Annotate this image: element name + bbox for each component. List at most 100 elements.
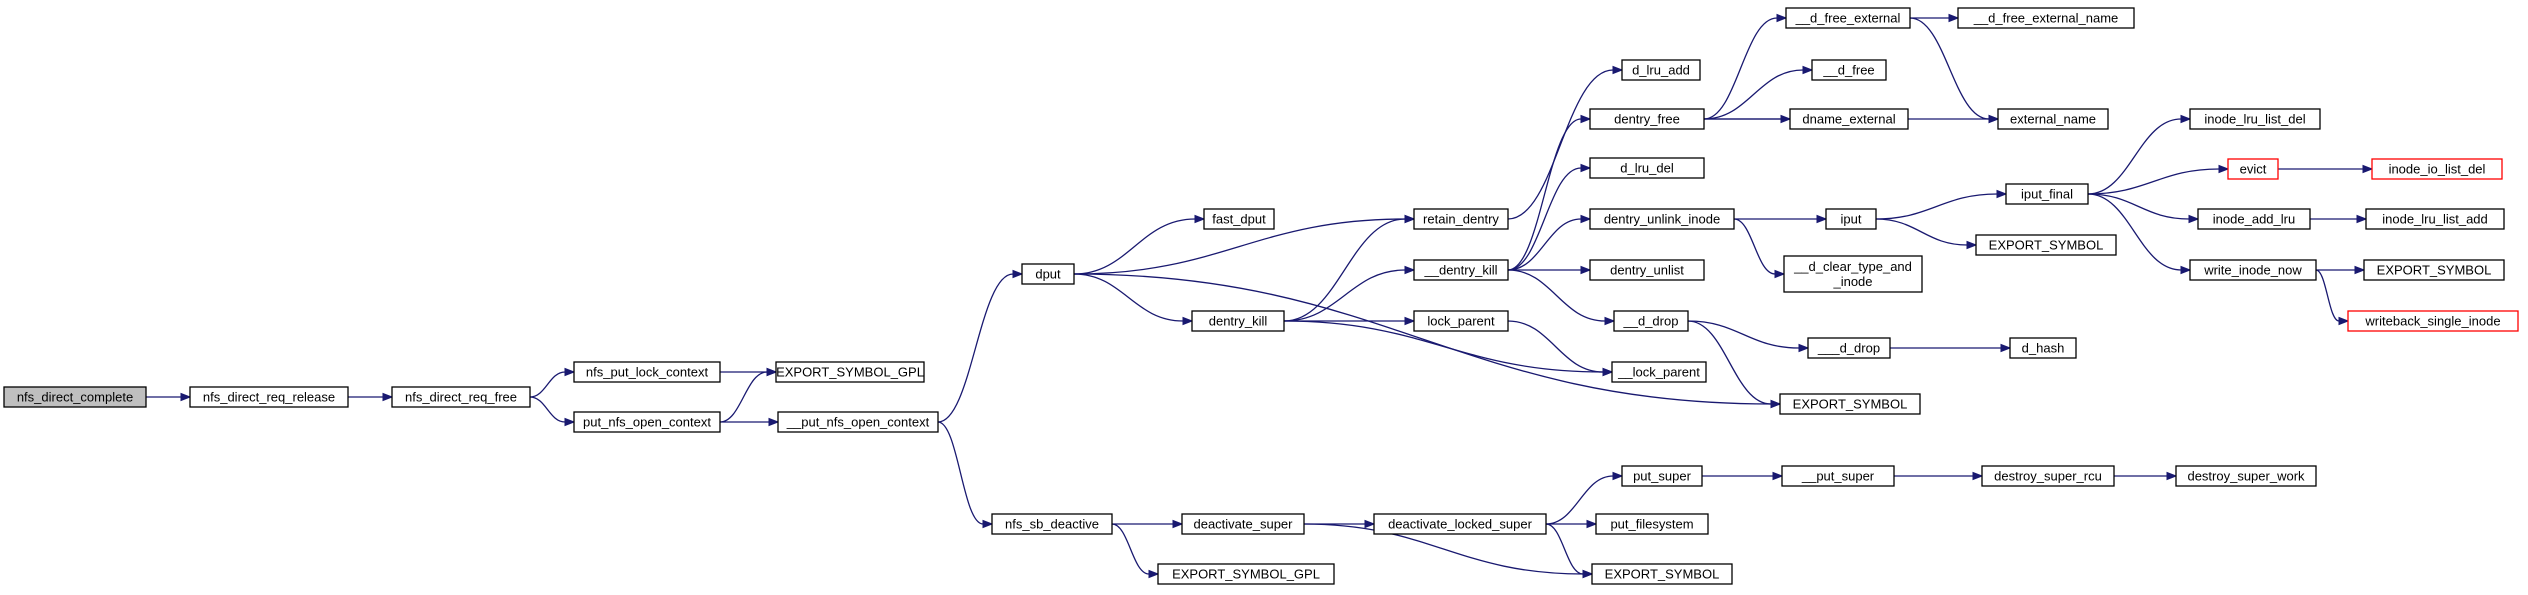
node-label: __d_free_external_name <box>1973 11 2119 26</box>
node-nfs-put-lock-context[interactable]: nfs_put_lock_context <box>573 361 721 383</box>
node-export-symbol-2[interactable]: EXPORT_SYMBOL <box>1591 563 1733 585</box>
node-iput[interactable]: iput <box>1825 208 1877 230</box>
node-box <box>1157 563 1335 585</box>
node-label: iput <box>1841 212 1862 227</box>
arrowhead-icon <box>564 367 576 377</box>
node-nfs-direct-req-free[interactable]: nfs_direct_req_free <box>391 386 531 408</box>
node-label: dname_external <box>1802 112 1895 127</box>
node-inode-lru-list-del[interactable]: inode_lru_list_del <box>2189 108 2321 130</box>
arrowhead-icon <box>1404 265 1416 275</box>
node-d-free-external-name[interactable]: __d_free_external_name <box>1957 7 2135 29</box>
edge-dentry-kill-to-d-drop <box>1507 269 1606 322</box>
node-put-super[interactable]: put_super <box>1621 465 1703 487</box>
arrowhead-icon <box>1772 471 1784 481</box>
node-d-free-external[interactable]: __d_free_external <box>1785 7 1911 29</box>
node-nfs-sb-deactive[interactable]: nfs_sb_deactive <box>991 513 1113 535</box>
node-destroy-super-rcu[interactable]: destroy_super_rcu <box>1981 465 2115 487</box>
node-dname-external[interactable]: dname_external <box>1789 108 1909 130</box>
edge-deactivate-locked-super-to-put-super <box>1545 475 1614 525</box>
node-external-name[interactable]: external_name <box>1997 108 2109 130</box>
node-export-symbol-gpl-2[interactable]: EXPORT_SYMBOL_GPL <box>1157 563 1335 585</box>
node-export-symbol-4[interactable]: EXPORT_SYMBOL <box>2363 259 2505 281</box>
node-label: EXPORT_SYMBOL <box>1793 397 1908 412</box>
node-lock-parent[interactable]: lock_parent <box>1413 310 1509 332</box>
node-d-hash[interactable]: d_hash <box>2009 337 2077 359</box>
node-label: EXPORT_SYMBOL_GPL <box>1172 567 1320 582</box>
arrowhead-icon <box>1602 367 1614 377</box>
node-put-super[interactable]: __put_super <box>1781 465 1895 487</box>
arrowhead-icon <box>1182 316 1194 326</box>
node-box <box>2005 183 2089 205</box>
node-d-clear-type-and-inode[interactable]: __d_clear_type_and_inode <box>1783 255 1923 293</box>
arrowhead-icon <box>1972 471 1984 481</box>
arrowhead-icon <box>1802 65 1814 75</box>
node-label: d_lru_add <box>1632 63 1690 78</box>
node-inode-lru-list-add[interactable]: inode_lru_list_add <box>2365 208 2505 230</box>
node-box <box>1807 337 1891 359</box>
edge-dput-to-retain-dentry <box>1073 218 1406 275</box>
node-label: __d_drop <box>1623 314 1679 329</box>
node-label: __lock_parent <box>1617 365 1700 380</box>
arrowhead-icon <box>2166 471 2178 481</box>
node-box <box>1589 208 1735 230</box>
node-label: destroy_super_rcu <box>1994 469 2102 484</box>
node-label: inode_io_list_del <box>2389 162 2486 177</box>
node-nfs-direct-req-release[interactable]: nfs_direct_req_release <box>189 386 349 408</box>
node-export-symbol-1[interactable]: EXPORT_SYMBOL <box>1779 393 1921 415</box>
node-lock-parent[interactable]: __lock_parent <box>1611 361 1707 383</box>
node-box <box>1413 259 1509 281</box>
node-iput-final[interactable]: iput_final <box>2005 183 2089 205</box>
node-put-nfs-open-context[interactable]: __put_nfs_open_context <box>777 411 939 433</box>
node-dentry-unlink-inode[interactable]: dentry_unlink_inode <box>1589 208 1735 230</box>
node-label: lock_parent <box>1427 314 1495 329</box>
node-put-nfs-open-context[interactable]: put_nfs_open_context <box>573 411 721 433</box>
arrowhead-icon <box>1580 214 1592 224</box>
node-d-lru-del[interactable]: d_lru_del <box>1589 157 1705 179</box>
arrowhead-icon <box>2338 316 2350 326</box>
node-d-free[interactable]: __d_free <box>1811 59 1887 81</box>
node-dentry-kill[interactable]: __dentry_kill <box>1413 259 1509 281</box>
node-label: dentry_free <box>1614 112 1680 127</box>
arrowhead-icon <box>1798 343 1810 353</box>
node-label: nfs_direct_req_release <box>203 390 335 405</box>
node-inode-io-list-del[interactable]: inode_io_list_del <box>2371 158 2503 180</box>
node-nfs-direct-complete[interactable]: nfs_direct_complete <box>3 386 147 408</box>
edge-d-drop-to-d-drop <box>1687 320 1800 349</box>
node-d-lru-add[interactable]: d_lru_add <box>1621 59 1701 81</box>
node-dentry-free[interactable]: dentry_free <box>1589 108 1705 130</box>
node-dput[interactable]: dput <box>1021 263 1075 285</box>
node-label: inode_lru_list_del <box>2204 112 2305 127</box>
node-export-symbol-3[interactable]: EXPORT_SYMBOL <box>1975 234 2117 256</box>
node-put-filesystem[interactable]: put_filesystem <box>1595 513 1709 535</box>
edge-dentry-free-to-d-free <box>1703 69 1804 120</box>
node-deactivate-locked-super[interactable]: deactivate_locked_super <box>1373 513 1547 535</box>
nodes-layer: nfs_direct_complete nfs_direct_req_releas… <box>3 7 2519 585</box>
node-label: nfs_direct_complete <box>17 390 133 405</box>
node-box <box>1975 234 2117 256</box>
node-fast-dput[interactable]: fast_dput <box>1203 208 1275 230</box>
node-d-drop[interactable]: ___d_drop <box>1807 337 1891 359</box>
node-evict[interactable]: evict <box>2227 158 2279 180</box>
node-deactivate-super[interactable]: deactivate_super <box>1181 513 1305 535</box>
node-writeback-single-inode[interactable]: writeback_single_inode <box>2347 310 2519 332</box>
edge-dentry-kill-to-lock-parent <box>1283 320 1604 373</box>
edge-d-drop-to-export-symbol-1 <box>1687 320 1772 405</box>
node-d-drop[interactable]: __d_drop <box>1613 310 1689 332</box>
node-write-inode-now[interactable]: write_inode_now <box>2189 259 2317 281</box>
node-label: put_filesystem <box>1610 517 1693 532</box>
arrowhead-icon <box>1966 240 1978 250</box>
node-box <box>189 386 349 408</box>
node-retain-dentry[interactable]: retain_dentry <box>1413 208 1509 230</box>
node-dentry-kill[interactable]: dentry_kill <box>1191 310 1285 332</box>
node-destroy-super-work[interactable]: destroy_super_work <box>2175 465 2317 487</box>
node-label: __put_nfs_open_context <box>786 415 930 430</box>
node-dentry-unlist[interactable]: dentry_unlist <box>1589 259 1705 281</box>
arrowhead-icon <box>2180 114 2192 124</box>
arrowhead-icon <box>1948 13 1960 23</box>
node-export-symbol-gpl-1[interactable]: EXPORT_SYMBOL_GPL <box>775 361 925 383</box>
node-label: put_super <box>1633 469 1691 484</box>
node-inode-add-lru[interactable]: inode_add_lru <box>2197 208 2311 230</box>
node-box <box>1825 208 1877 230</box>
arrowhead-icon <box>1774 269 1786 279</box>
